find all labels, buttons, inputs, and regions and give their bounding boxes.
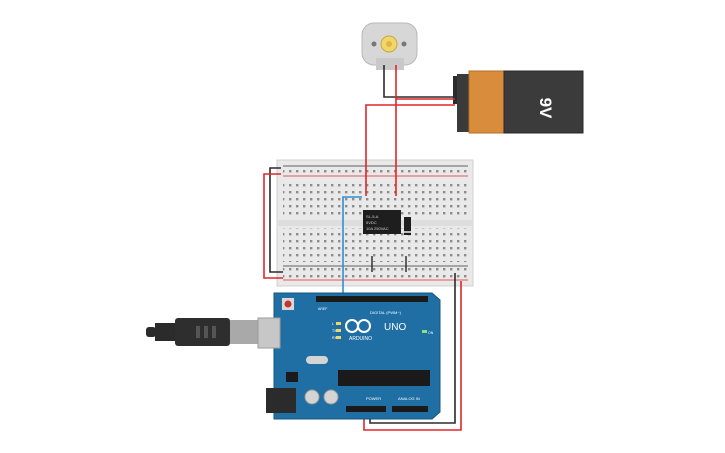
wire-motor-battery-black[interactable] — [383, 65, 455, 98]
arduino-logo — [345, 319, 371, 333]
wire-signal-blue[interactable] — [342, 196, 362, 300]
label-analog: ANALOG IN — [398, 396, 420, 401]
relay-label-2: 5VDC — [366, 220, 377, 225]
power-jack — [266, 388, 296, 413]
label-rx: RX — [332, 336, 338, 340]
label-digital: DIGITAL (PWM~) — [370, 310, 402, 315]
label-power: POWER — [366, 396, 381, 401]
usb-cable[interactable] — [146, 318, 260, 346]
dc-motor[interactable] — [361, 22, 418, 70]
arduino-uno[interactable]: UNO ARDUINO DIGITAL (PWM~) POWER ANALOG … — [257, 292, 441, 420]
relay-label-1: SL-5-A — [366, 214, 379, 219]
usb-port — [257, 317, 281, 349]
label-on: ON — [428, 331, 434, 335]
wire-rail-left-black[interactable] — [269, 167, 283, 273]
label-uno: UNO — [384, 322, 406, 333]
diode[interactable] — [404, 217, 411, 235]
wire-motor-battery-red[interactable] — [395, 65, 455, 100]
label-arduino: ARDUINO — [349, 336, 372, 342]
label-aref: AREF — [318, 307, 327, 311]
battery-9v[interactable]: 9V — [453, 70, 584, 134]
wire-battery-breadboard-red[interactable] — [365, 104, 455, 196]
atmega-chip — [338, 370, 430, 386]
label-l: L — [332, 322, 334, 326]
relay[interactable]: SL-5-A 5VDC 10A 250VAC — [363, 210, 401, 234]
label-tx: TX — [332, 329, 337, 333]
battery-label: 9V — [536, 98, 555, 119]
wire-5v-red[interactable] — [363, 281, 462, 431]
wire-rail-left-red[interactable] — [263, 173, 283, 279]
relay-label-3: 10A 250VAC — [366, 226, 389, 231]
